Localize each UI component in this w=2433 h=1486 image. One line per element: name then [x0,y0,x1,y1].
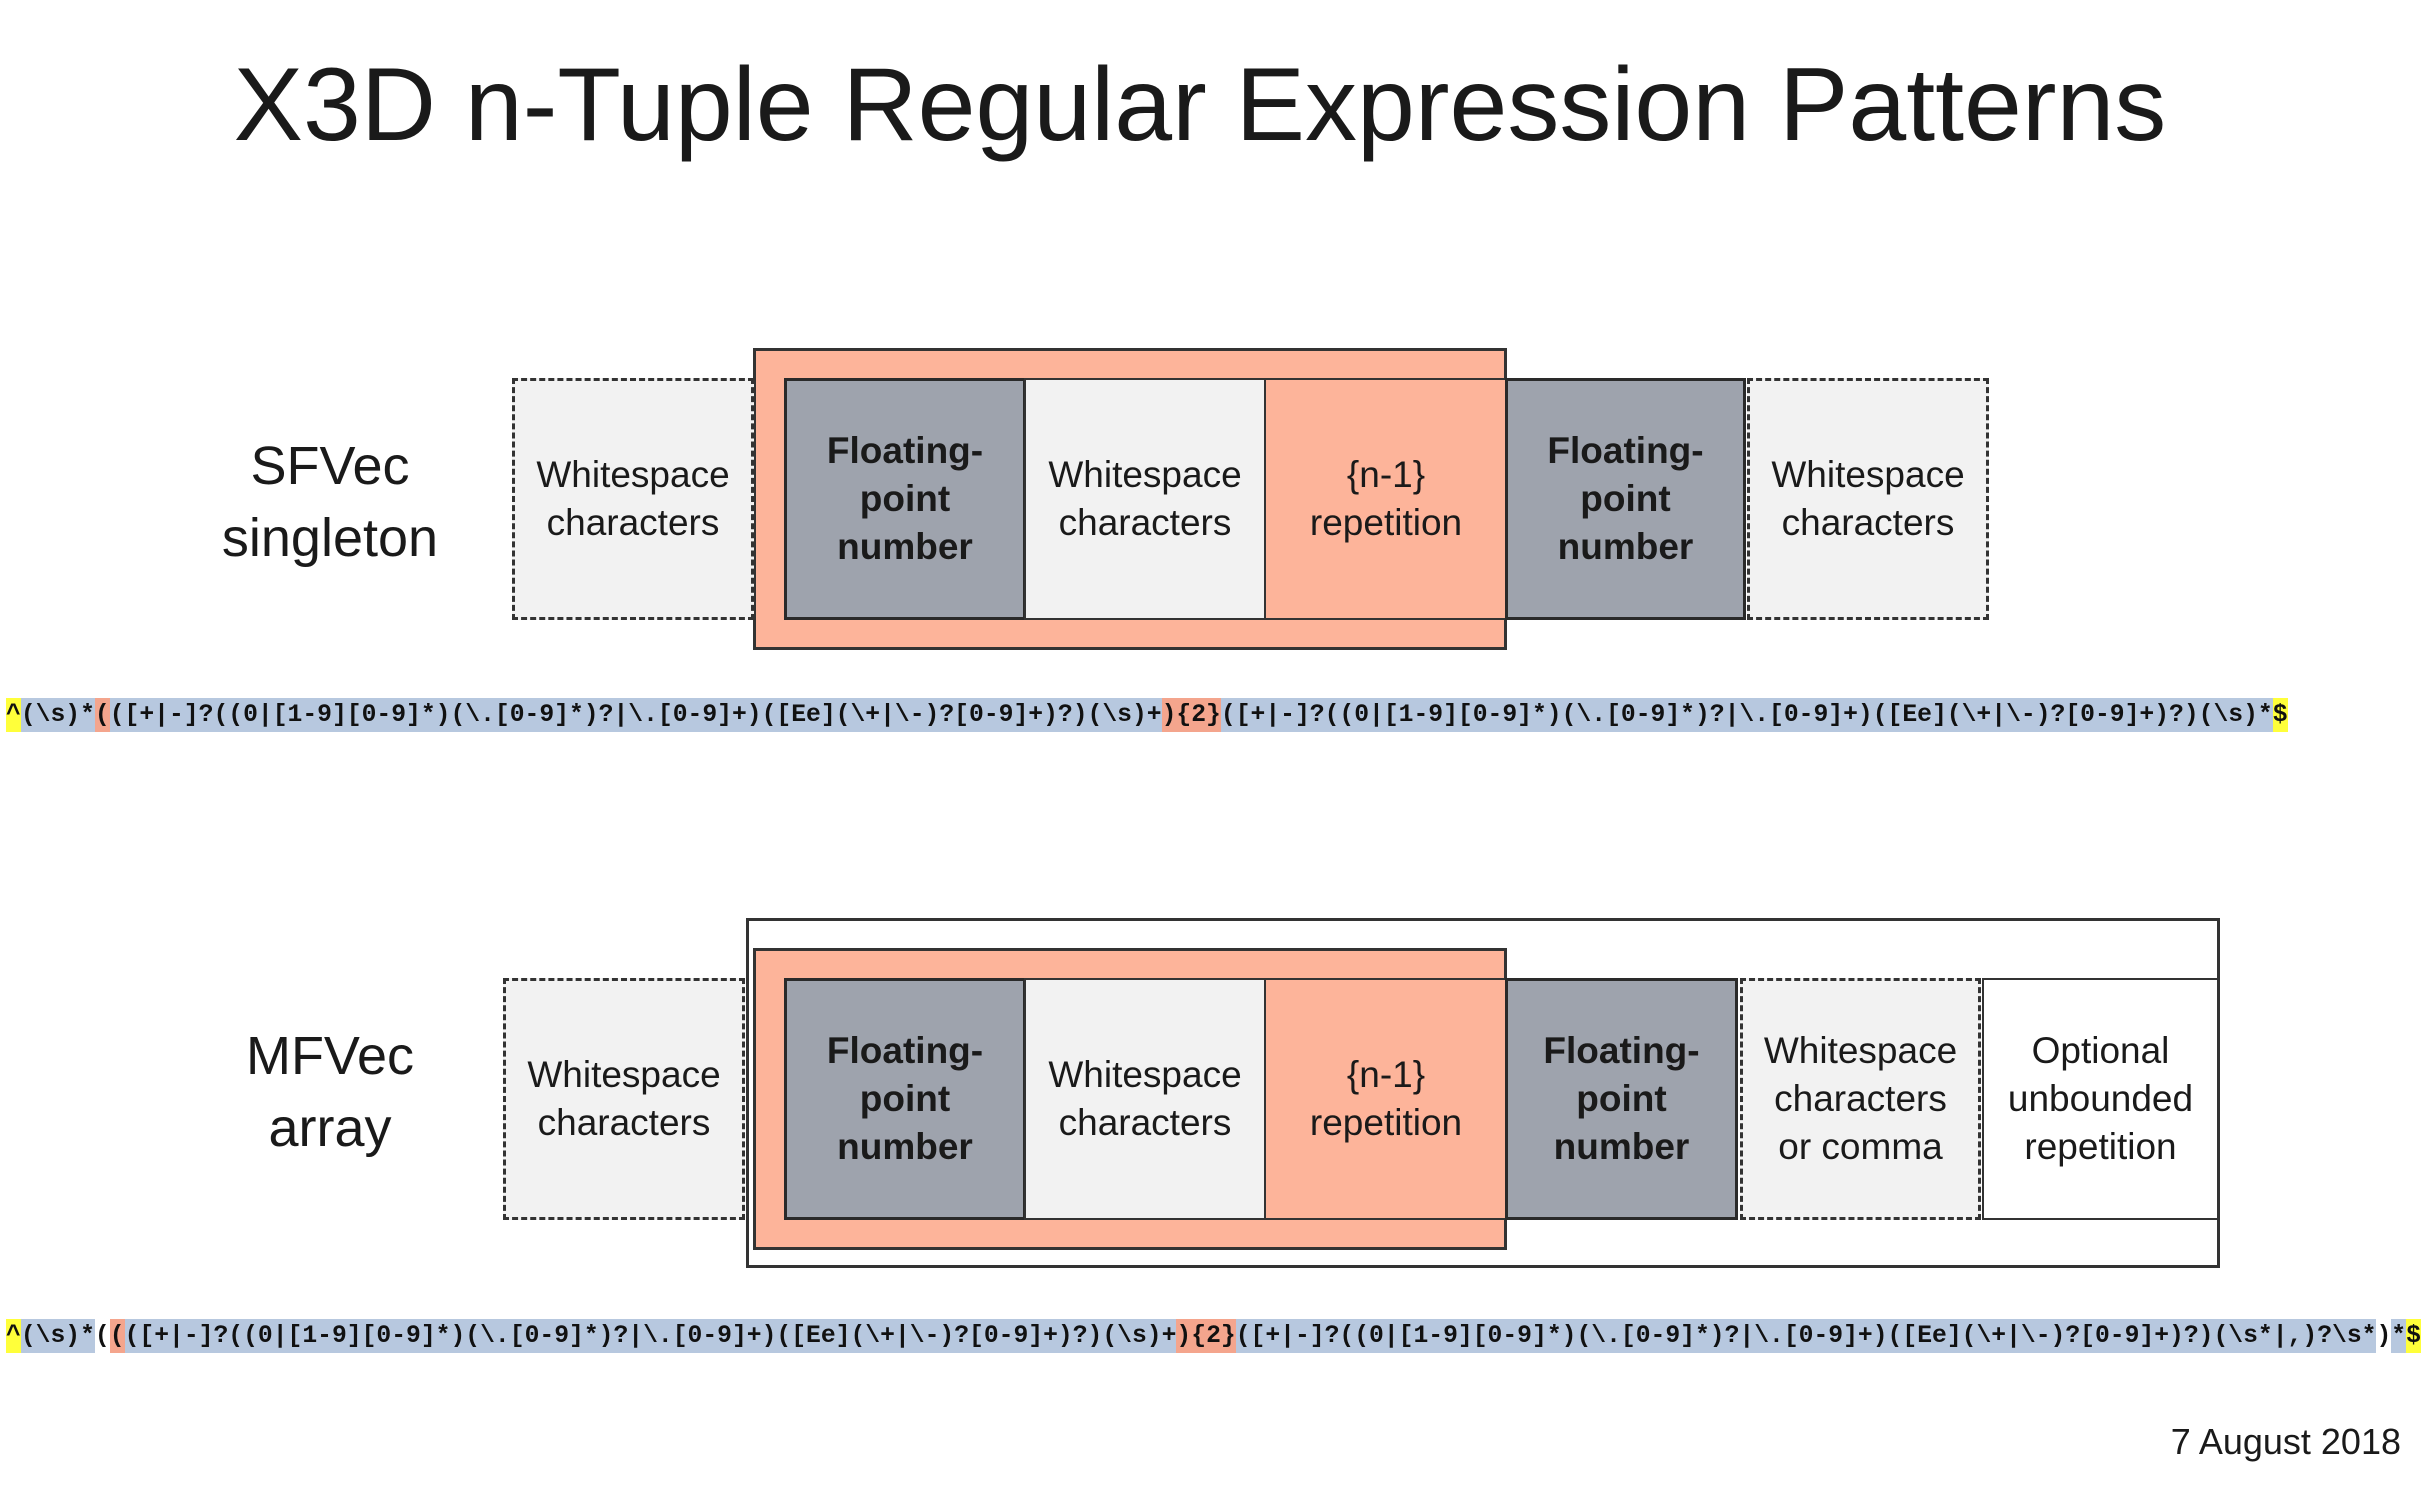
box-text-line: point [1576,1078,1667,1119]
regex-anchor-start: ^ [6,1319,21,1353]
regex-anchor-end: $ [2272,698,2288,732]
box-text-line: characters [1058,1102,1232,1143]
box-text-line: characters [537,1102,711,1143]
sfvec-whitespace-mid-box: Whitespace characters [1024,378,1266,620]
box-text-line: Whitespace [536,454,730,495]
regex-anchor-start: ^ [6,698,21,732]
regex-whitespace-start: (\s)* [20,701,95,729]
mfvec-optional-repetition-box: Optional unbounded repetition [1982,978,2219,1220]
sfvec-float-2-box: Floating- point number [1505,378,1746,620]
box-text-line: repetition [1309,1102,1463,1143]
box-text-line: Floating- [826,1030,984,1071]
box-text-line: Whitespace [1771,454,1965,495]
regex-group-body: ([+|-]?((0|[1-9][0-9]*)(\.[0-9]*)?|\.[0-… [109,701,1162,729]
box-text-line: Floating- [826,430,984,471]
mfvec-whitespace-left-box: Whitespace characters [503,978,745,1220]
regex-group-open: ( [109,1319,125,1353]
mfvec-whitespace-mid-box: Whitespace characters [1024,978,1266,1220]
box-text-line: point [1580,478,1671,519]
box-text-line: point [859,1078,951,1119]
sfvec-repetition-box: {n-1} repetition [1264,378,1508,620]
mfvec-whitespace-comma-box: Whitespace characters or comma [1740,978,1981,1220]
box-text-line: repetition [1309,502,1463,543]
box-text-line: number [837,1126,973,1167]
box-text-line: number [837,526,973,567]
regex-group-open: ( [94,698,110,732]
box-text-line: {n-1} [1346,454,1426,495]
regex-group-close: ) [1176,1319,1192,1353]
sfvec-whitespace-left-box: Whitespace characters [512,378,754,620]
box-text-line: Whitespace [1763,1030,1958,1071]
sfvec-regex: ^(\s)*(([+|-]?((0|[1-9][0-9]*)(\.[0-9]*)… [6,698,2288,732]
date-footer: 7 August 2018 [2170,1421,2401,1462]
regex-quantifier: {2} [1176,698,1221,732]
regex-quantifier: {2} [1191,1319,1236,1353]
box-text-line: characters [546,502,720,543]
box-text-line: characters [1058,502,1232,543]
regex-group-body: ([+|-]?((0|[1-9][0-9]*)(\.[0-9]*)?|\.[0-… [124,1322,1177,1350]
box-text-line: Whitespace [1048,1054,1242,1095]
sfvec-label-line1: SFVec [250,436,410,496]
box-text-line: point [859,478,951,519]
box-text-line: Whitespace [1048,454,1242,495]
page-title: X3D n-Tuple Regular Expression Patterns [233,47,2167,163]
mfvec-float-1-box: Floating- point number [784,978,1026,1220]
box-text-line: or comma [1778,1126,1943,1167]
regex-tail: ([+|-]?((0|[1-9][0-9]*)(\.[0-9]*)?|\.[0-… [1220,701,2273,729]
box-text-line: Floating- [1547,430,1704,471]
sfvec-whitespace-right-box: Whitespace characters [1747,378,1989,620]
box-text-line: characters [1774,1078,1947,1119]
mfvec-label-line2: array [268,1098,392,1158]
regex-whitespace-start: (\s)* [20,1322,95,1350]
box-text-line: Floating- [1543,1030,1700,1071]
regex-tail: ([+|-]?((0|[1-9][0-9]*)(\.[0-9]*)?|\.[0-… [1235,1322,2377,1350]
sfvec-float-1-box: Floating- point number [784,378,1026,620]
sfvec-label: SFVec singleton [190,430,470,574]
box-text-line: unbounded [2007,1078,2194,1119]
box-text-line: characters [1781,502,1955,543]
box-text-line: Whitespace [527,1054,721,1095]
mfvec-label: MFVec array [190,1020,470,1164]
mfvec-regex: ^(\s)*((([+|-]?((0|[1-9][0-9]*)(\.[0-9]*… [6,1319,2421,1353]
regex-group-close: ) [1161,698,1177,732]
mfvec-repetition-box: {n-1} repetition [1264,978,1508,1220]
box-text-line: repetition [2024,1126,2177,1167]
mfvec-float-2-box: Floating- point number [1505,978,1738,1220]
box-text-line: {n-1} [1346,1054,1426,1095]
regex-star: * [2391,1322,2407,1350]
sfvec-label-line2: singleton [221,508,439,568]
regex-anchor-end: $ [2406,1319,2421,1353]
box-text-line: number [1553,1126,1690,1167]
mfvec-label-line1: MFVec [245,1026,415,1086]
box-text-line: number [1557,526,1694,567]
box-text-line: Optional [2031,1030,2170,1071]
regex-outer-close: ) [2376,1319,2392,1353]
regex-outer-open: ( [94,1319,110,1353]
